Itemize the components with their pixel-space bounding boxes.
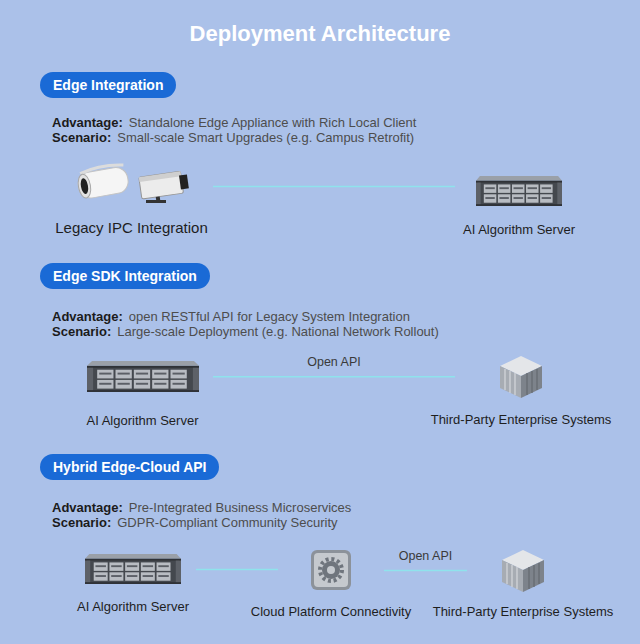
device-icon-shape — [85, 554, 181, 584]
field-value: Pre-Integrated Business Microservices — [129, 500, 352, 515]
diagram-title: Deployment Architecture — [0, 20, 640, 48]
connector-line — [384, 570, 467, 572]
device-node: Third-Party Enterprise Systems — [455, 354, 587, 400]
field-value: Small-scale Smart Upgrades (e.g. Campus … — [117, 130, 414, 145]
device-icon-shape — [500, 356, 542, 398]
device-label: AI Algorithm Server — [87, 412, 199, 430]
connector-line — [213, 376, 455, 378]
field-value: open RESTful API for Legacy System Integ… — [129, 309, 410, 324]
field-value: Standalone Edge Appliance with Rich Loca… — [129, 115, 417, 130]
device-node: Third-Party Enterprise Systems — [467, 548, 579, 594]
device-node: AI Algorithm Server — [455, 176, 583, 206]
device-node: AI Algorithm Server — [70, 554, 196, 584]
device-node: Cloud Platform Connectivity — [278, 548, 384, 592]
device-icon — [476, 176, 562, 206]
section-title: Edge Integration — [53, 72, 163, 98]
device-label: Third-Party Enterprise Systems — [431, 411, 612, 429]
label-row: Scenario: Small-scale Smart Upgrades (e.g… — [52, 130, 414, 145]
device-icon — [87, 361, 199, 392]
field-key: Scenario: — [52, 515, 111, 530]
field-value: Large-scale Deployment (e.g. National Ne… — [117, 324, 439, 339]
device-icon — [496, 354, 546, 400]
device-icon-shape — [476, 176, 562, 206]
section-title: Edge SDK Integration — [53, 263, 197, 289]
connector-line — [213, 186, 455, 188]
field-key: Scenario: — [52, 130, 111, 145]
device-label: AI Algorithm Server — [77, 598, 189, 616]
connector-label: Open API — [399, 549, 453, 564]
device-icon-shape — [87, 361, 199, 392]
field-key: Scenario: — [52, 324, 111, 339]
connector-label: Open API — [307, 355, 361, 370]
device-icon — [309, 548, 353, 592]
field-key: Advantage: — [52, 115, 123, 130]
label-row: Advantage: Pre-Integrated Business Micros… — [52, 500, 351, 515]
label-row: Scenario: GDPR-Compliant Community Securi… — [52, 515, 338, 530]
device-label: AI Algorithm Server — [463, 221, 575, 239]
label-row: Scenario: Large-scale Deployment (e.g. Na… — [52, 324, 439, 339]
device-label: Legacy IPC Integration — [55, 219, 208, 237]
field-key: Advantage: — [52, 500, 123, 515]
label-row: Advantage: Standalone Edge Appliance with… — [52, 115, 416, 130]
connector-line — [196, 569, 278, 571]
device-icon — [72, 160, 192, 204]
section-pill: Edge Integration — [40, 72, 176, 98]
device-label: Cloud Platform Connectivity — [251, 603, 411, 621]
device-node: Legacy IPC Integration — [50, 160, 213, 204]
section-pill: Hybrid Edge-Cloud API — [40, 454, 219, 480]
device-icon — [85, 554, 181, 584]
device-node: AI Algorithm Server — [72, 361, 213, 392]
device-icon-shape — [75, 162, 190, 204]
device-icon — [498, 548, 548, 594]
device-icon-shape — [311, 550, 351, 590]
section-pill: Edge SDK Integration — [40, 263, 210, 289]
device-icon-shape — [502, 550, 544, 592]
field-key: Advantage: — [52, 309, 123, 324]
label-row: Advantage: open RESTful API for Legacy Sy… — [52, 309, 410, 324]
field-value: GDPR-Compliant Community Security — [117, 515, 337, 530]
device-label: Third-Party Enterprise Systems — [433, 603, 614, 621]
section-title: Hybrid Edge-Cloud API — [53, 454, 206, 480]
